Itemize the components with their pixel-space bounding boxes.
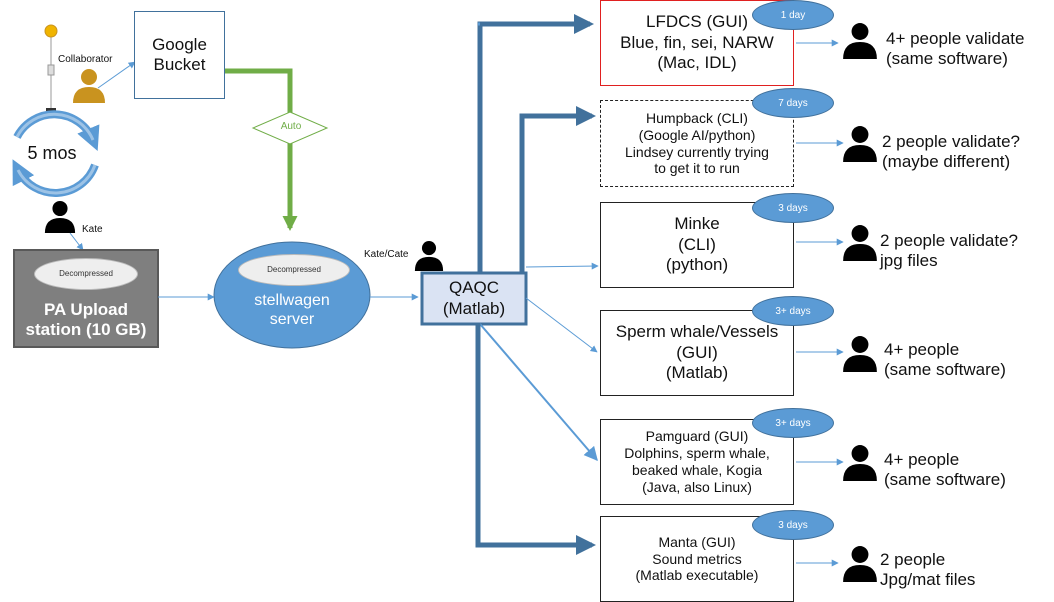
google-bucket-line2: Bucket: [153, 55, 206, 74]
cycle-arrows-icon: [12, 110, 100, 197]
time-badge-humpback: 7 days: [752, 88, 834, 118]
detector-line: Manta (GUI): [658, 533, 736, 550]
detector-box-manta: Manta (GUI) Sound metrics (Matlab execut…: [600, 516, 794, 602]
detector-line: (Matlab executable): [635, 567, 759, 584]
validation-manta: 2 people Jpg/mat files: [880, 550, 975, 591]
kate-cate-label: Kate/Cate: [364, 249, 409, 260]
google-bucket-box: Google Bucket: [134, 11, 225, 99]
time-badge-sperm-whale: 3+ days: [752, 296, 834, 326]
qaqc-box: [420, 271, 528, 326]
qaqc-line1: QAQC: [448, 278, 500, 298]
upload-station-line2: station (10 GB): [25, 320, 147, 339]
validation-line: 4+ people: [884, 450, 960, 469]
detector-line: Humpback (CLI): [646, 109, 748, 126]
server-label: stellwagen server: [232, 288, 352, 332]
detector-line: Sperm whale/Vessels: [615, 322, 779, 342]
collaborator-label: Collaborator: [58, 54, 113, 65]
validator-person-icon: [843, 225, 877, 261]
detector-box-sperm-whale: Sperm whale/Vessels (GUI) (Matlab): [600, 310, 794, 396]
detector-box-pamguard: Pamguard (GUI) Dolphins, sperm whale, be…: [600, 419, 794, 505]
validation-lfdcs: 4+ people validate (same software): [886, 29, 1024, 70]
server-decompressed-badge: Decompressed: [238, 254, 350, 286]
detector-line: (GUI): [676, 342, 718, 362]
validator-person-icon: [843, 445, 877, 481]
validation-line: (maybe different): [882, 152, 1011, 172]
time-badge-manta: 3 days: [752, 510, 834, 540]
validation-sperm-whale: 4+ people (same software): [884, 340, 1006, 381]
validation-line: 4+ people validate: [886, 29, 1025, 48]
validation-minke: 2 people validate? jpg files: [880, 231, 1018, 272]
upload-station-label: PA Upload station (10 GB): [14, 296, 158, 344]
google-bucket-line1: Google: [152, 34, 207, 54]
validation-line: 2 people validate?: [882, 132, 1021, 151]
kate-label: Kate: [82, 224, 103, 235]
detector-box-humpback: Humpback (CLI) (Google AI/python) Lindse…: [600, 100, 794, 187]
validation-line: 2 people validate?: [880, 231, 1019, 250]
detector-line: Minke: [674, 214, 720, 234]
kate-to-upload-arrow: [69, 232, 84, 251]
detector-line: (Google AI/python): [638, 126, 756, 143]
server-line2: server: [269, 311, 315, 328]
validation-line: 2 people: [880, 550, 946, 569]
detector-line: beaked whale, Kogia: [632, 462, 762, 478]
collab-to-bucket-arrow: [97, 61, 136, 89]
detector-line: Lindsey currently trying: [625, 143, 769, 160]
validation-pamguard: 4+ people (same software): [884, 450, 1006, 491]
upload-station-line1: PA Upload: [43, 299, 129, 319]
auto-label: Auto: [280, 121, 302, 132]
validation-line: jpg files: [880, 251, 938, 271]
validator-person-icon: [843, 126, 877, 162]
validation-line: (same software): [884, 360, 1006, 380]
detector-line: Pamguard (GUI): [645, 428, 749, 445]
hydrophone-icon: [44, 24, 58, 116]
collaborator-person-icon: [73, 69, 105, 103]
validation-line: 4+ people: [884, 340, 960, 359]
qaqc-label: QAQC (Matlab): [424, 275, 524, 322]
time-badge-pamguard: 3+ days: [752, 408, 834, 438]
detector-line: (Matlab): [665, 363, 729, 383]
detector-line: Blue, fin, sei, NARW: [620, 32, 774, 52]
bucket-to-server-arrow: [224, 68, 329, 231]
detector-line: (Mac, IDL): [657, 53, 737, 73]
detector-line: to get it to run: [654, 160, 740, 177]
qaqc-to-detector-arrows: [475, 14, 599, 555]
time-badge-lfdcs: 1 day: [752, 0, 834, 30]
validation-humpback: 2 people validate? (maybe different): [882, 132, 1020, 173]
kate-cate-person-icon: [414, 241, 444, 271]
validator-person-icon: [843, 546, 877, 582]
cycle-label: 5 mos: [27, 143, 77, 164]
validator-person-icon: [843, 336, 877, 372]
detector-line: (python): [665, 255, 729, 275]
detector-line: Sound metrics: [652, 550, 742, 567]
validation-line: (same software): [884, 470, 1006, 490]
time-badge-minke: 3 days: [752, 193, 834, 223]
detector-line: Dolphins, sperm whale,: [624, 445, 770, 462]
server-line1: stellwagen: [254, 291, 330, 309]
qaqc-line2: (Matlab): [442, 298, 506, 318]
validator-person-icon: [843, 23, 877, 59]
detector-line: (CLI): [678, 234, 716, 254]
validation-line: (same software): [886, 49, 1008, 69]
kate-person-icon: [44, 200, 76, 234]
upload-decompressed-badge: Decompressed: [34, 258, 138, 290]
detector-to-validation-arrows: [796, 39, 844, 567]
detector-line: LFDCS (GUI): [646, 12, 748, 32]
validation-line: Jpg/mat files: [880, 570, 976, 590]
detector-line: (Java, also Linux): [642, 478, 752, 495]
